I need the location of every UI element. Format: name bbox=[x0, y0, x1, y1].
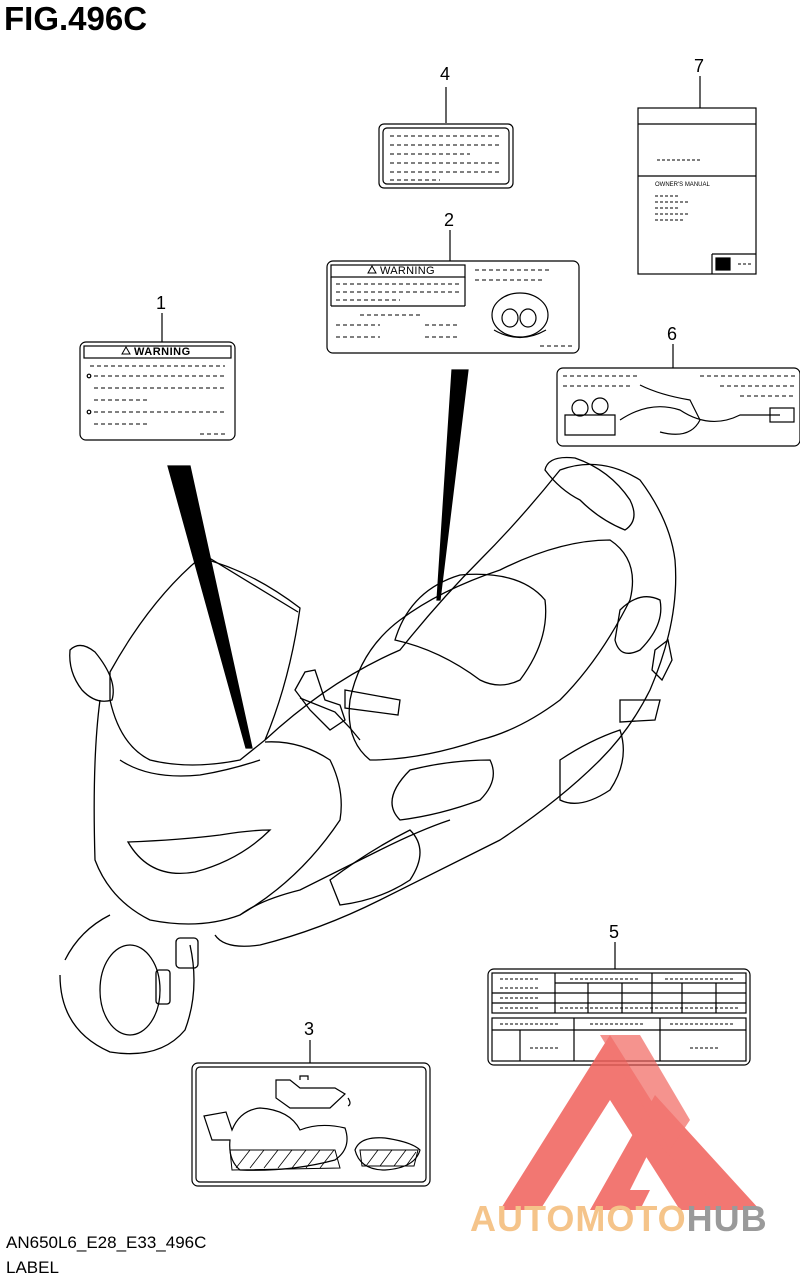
warning-triangle-icon bbox=[121, 345, 131, 355]
label-1-sticker bbox=[79, 341, 236, 441]
callout-number: 6 bbox=[667, 324, 678, 344]
pointer-wedge-1 bbox=[167, 465, 253, 749]
callout-number: 4 bbox=[440, 64, 451, 84]
watermark-text: AUTOMOTOHUB bbox=[470, 1198, 768, 1240]
callout-number: 5 bbox=[609, 922, 620, 942]
watermark-text-part1: AUTOMOTO bbox=[470, 1198, 687, 1239]
pointer-wedge-2 bbox=[436, 369, 469, 601]
callout-number: 7 bbox=[694, 56, 705, 76]
owners-manual bbox=[637, 107, 757, 275]
scooter-outline bbox=[59, 456, 677, 1055]
diagram-caption: LABEL bbox=[6, 1258, 59, 1277]
label-2-sticker bbox=[326, 260, 580, 354]
label-3-sticker bbox=[191, 1062, 431, 1187]
label-5-sticker bbox=[487, 968, 751, 1066]
warning-label-text: WARNING bbox=[380, 265, 435, 277]
callout-number: 3 bbox=[304, 1019, 315, 1039]
warning-label-text: WARNING bbox=[134, 346, 191, 358]
callout-number: 1 bbox=[156, 293, 167, 313]
label-4-sticker bbox=[378, 123, 514, 189]
warning-triangle-icon bbox=[367, 264, 377, 274]
watermark-logo bbox=[500, 1035, 760, 1210]
figure-title: FIG.496C bbox=[4, 0, 148, 37]
manual-title: OWNER'S MANUAL bbox=[655, 182, 710, 188]
callout-number: 2 bbox=[444, 210, 455, 230]
watermark-text-part2: HUB bbox=[686, 1198, 768, 1239]
diagram-code: AN650L6_E28_E33_496C bbox=[6, 1233, 207, 1252]
label-6-sticker bbox=[556, 367, 800, 447]
